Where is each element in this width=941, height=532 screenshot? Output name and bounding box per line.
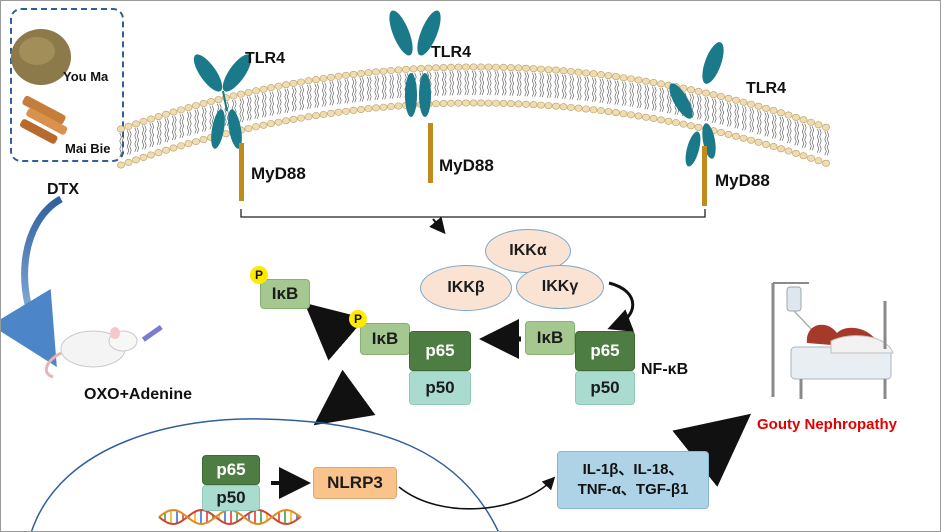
ikk-alpha: IKKα	[485, 229, 571, 273]
rat-image	[44, 325, 163, 379]
model-label: OXO+Adenine	[84, 386, 192, 403]
arrow-phospho-ikb	[304, 302, 366, 361]
phospho-marker-2: P	[349, 310, 367, 328]
p65-cytoplasm-2: p65	[575, 331, 635, 371]
ikk-gamma: IKKγ	[516, 265, 604, 309]
drug-label: DTX	[47, 181, 79, 198]
nlrp3-box: NLRP3	[313, 467, 397, 499]
p50-nucleus: p50	[202, 485, 260, 511]
dna-helix-icon	[158, 508, 302, 526]
arrow-ikk-to-nfkb	[607, 281, 635, 332]
arrow-to-ikk	[429, 216, 446, 235]
mai-bie-image	[20, 95, 68, 144]
herb2-label: Mai Bie	[65, 141, 111, 156]
p65-cytoplasm-1: p65	[409, 331, 471, 371]
tlr4-receptor-1	[193, 54, 252, 149]
tlr4-label-1: TLR4	[245, 50, 285, 67]
arrow-to-cytokines	[398, 476, 556, 510]
phospho-marker-1: P	[250, 266, 268, 284]
p50-cytoplasm-2: p50	[575, 371, 635, 405]
p65-nucleus: p65	[202, 455, 260, 485]
nfkb-label: NF-κB	[641, 361, 689, 378]
myd88-bar-3	[702, 146, 707, 206]
cytokines-box: IL-1β、IL-18、 TNF-α、TGF-β1	[557, 451, 709, 509]
patient-bed-image	[771, 282, 894, 399]
outcome-label: Gouty Nephropathy	[757, 416, 898, 433]
tlr4-receptor-2	[389, 10, 441, 117]
treatment-arrow	[1, 195, 63, 367]
tlr4-receptor-3	[669, 42, 724, 167]
ikk-beta: IKKβ	[420, 265, 512, 311]
nucleus-boundary	[30, 418, 499, 531]
arrow-nuclear-translocation	[313, 369, 376, 426]
arrow-to-outcome	[672, 413, 752, 487]
herb1-label: You Ma	[63, 69, 109, 84]
phospho-ikb-bound: IκB	[360, 323, 410, 355]
cytokines-line-1: IL-1β、IL-18、	[582, 461, 684, 478]
myd88-label-2: MyD88	[439, 156, 494, 175]
ikb-bound: IκB	[525, 321, 575, 355]
myd88-bracket	[240, 209, 706, 218]
p50-cytoplasm-1: p50	[409, 371, 471, 405]
herb-box	[10, 8, 124, 162]
tlr4-label-3: TLR4	[746, 80, 786, 97]
myd88-bar-1	[239, 143, 244, 201]
myd88-bar-2	[428, 123, 433, 183]
tlr4-label-2: TLR4	[431, 44, 471, 61]
myd88-label-1: MyD88	[251, 164, 306, 183]
cytokines-line-2: TNF-α、TGF-β1	[577, 481, 689, 498]
myd88-label-3: MyD88	[715, 171, 770, 190]
phospho-ikb-free: IκB	[260, 279, 310, 309]
